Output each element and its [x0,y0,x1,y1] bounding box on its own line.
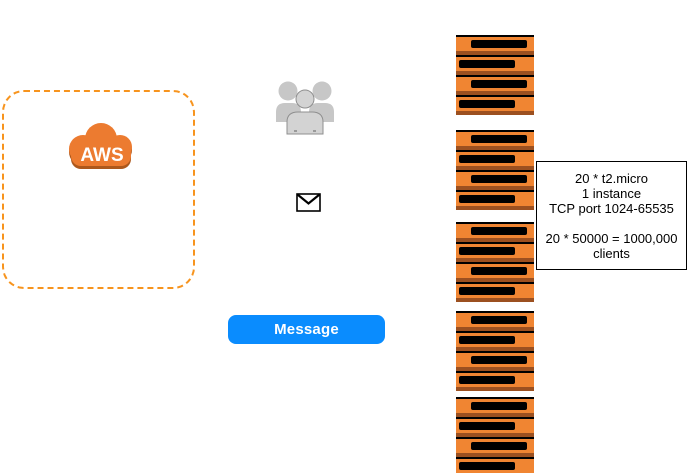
server-slot [471,402,527,410]
server-slot [459,336,515,344]
server-slot [471,135,527,143]
server-slot [471,316,527,324]
users-group-icon [273,76,337,138]
server-slot [471,175,527,183]
server-slot [471,40,527,48]
server-group [456,130,534,210]
server-slot [459,287,515,295]
server-slot [459,376,515,384]
server-group [456,222,534,302]
server-icon [456,351,534,371]
server-slot [459,155,515,163]
server-icon [456,331,534,351]
server-icon [456,222,534,242]
server-icon [456,75,534,95]
aws-cloud-graphic: AWS [69,123,132,169]
note-line: 1 instance [581,186,642,201]
server-icon [456,242,534,262]
server-group [456,311,534,391]
server-icon [456,55,534,75]
server-slot [471,356,527,364]
server-slot [471,442,527,450]
server-slot [471,227,527,235]
server-icon [456,262,534,282]
server-icon [456,150,534,170]
envelope-icon [296,193,321,212]
server-slot [459,422,515,430]
server-slot [471,267,527,275]
server-icon [456,190,534,210]
server-icon [456,417,534,437]
server-icon [456,371,534,391]
server-icon [456,311,534,331]
server-column [456,0,534,473]
server-icon [456,437,534,457]
note-line: 20 * t2.micro [575,171,648,186]
server-slot [459,462,515,470]
envelope-graphic [296,193,321,212]
server-slot [459,100,515,108]
server-group [456,397,534,473]
server-icon [456,282,534,302]
aws-cloud-label: AWS [80,145,123,166]
aws-region-boundary [2,90,195,289]
server-icon [456,35,534,55]
server-icon [456,457,534,473]
aws-cloud-icon: AWS [63,118,141,172]
server-icon [456,170,534,190]
server-slot [459,60,515,68]
server-icon [456,397,534,417]
message-button: Message [228,315,385,344]
server-slot [459,247,515,255]
server-slot [471,80,527,88]
note-line: 20 * 50000 = 1000,000 [545,231,678,246]
message-button-label: Message [274,321,339,338]
capacity-note: 20 * t2.micro 1 instance TCP port 1024-6… [536,161,687,270]
note-line: TCP port 1024-65535 [549,201,674,216]
server-slot [459,195,515,203]
server-group [456,35,534,115]
note-line: clients [593,246,630,261]
server-icon [456,95,534,115]
server-icon [456,130,534,150]
users-group-graphic [276,81,334,135]
